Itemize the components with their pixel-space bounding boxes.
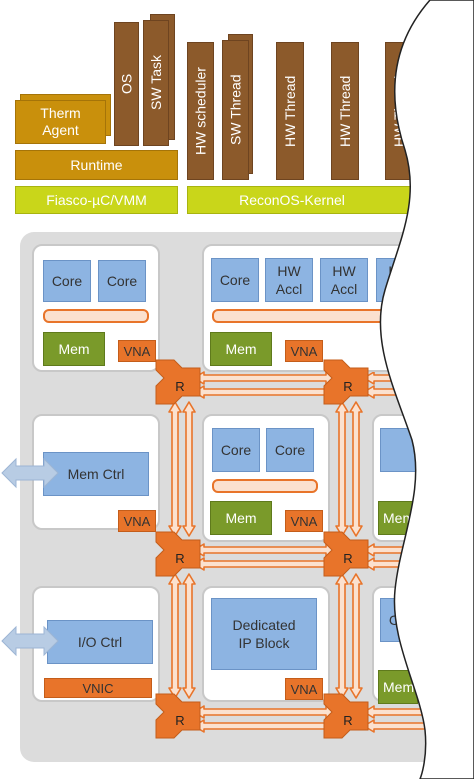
router-label: R (343, 378, 353, 394)
vna-block: VNA (285, 340, 323, 362)
router-label: R (175, 378, 185, 394)
vnic-block: VNIC (44, 678, 152, 698)
io-ctrl-external-arrow (1, 625, 59, 657)
link-v-c1b (182, 401, 196, 537)
local-bus (212, 479, 318, 493)
local-bus (43, 309, 149, 323)
fiasco-label: Fiasco-µC/VMM (46, 192, 147, 208)
router-shape (323, 359, 369, 405)
vna-label: VNA (123, 513, 151, 529)
mem-label: Mem (225, 510, 257, 526)
vnic-label: VNIC (82, 680, 114, 696)
vna-block: VNA (118, 510, 156, 532)
core-label: Core (274, 442, 306, 458)
reconos-kernel-label: ReconOS-Kernel (239, 192, 345, 208)
dedicated-ip-label: Dedicated IP Block (232, 617, 296, 651)
mem-ctrl-label: Mem Ctrl (67, 466, 125, 482)
mem-block: Mem (210, 332, 272, 366)
mem-label: Mem (58, 341, 90, 357)
io-ctrl-label: I/O Ctrl (77, 634, 123, 650)
router-shape (155, 531, 201, 577)
link-v-c2b (349, 401, 363, 537)
router-shape (323, 531, 369, 577)
io-ctrl-block: I/O Ctrl (47, 620, 153, 664)
link-v-c2d (349, 573, 363, 699)
hw-accl-label: HW Accl (330, 263, 358, 297)
core-block: Core (98, 260, 146, 302)
core-block: Core (211, 258, 259, 302)
router-shape (155, 359, 201, 405)
core-block: Core (43, 260, 91, 302)
mem-label: Mem (383, 510, 415, 526)
router-label: R (175, 550, 185, 566)
mem-ctrl-external-arrow (1, 457, 59, 489)
hw-accl-block: HW Accl (265, 258, 313, 302)
mem-ctrl-block: Mem Ctrl (43, 452, 149, 496)
vna-block: VNA (285, 678, 323, 700)
core-block: Core (212, 428, 260, 472)
core-label: Core (51, 273, 83, 289)
mem-block: Mem (210, 501, 272, 535)
router-label: R (343, 550, 353, 566)
core-block: Core (266, 428, 314, 472)
router-label: R (175, 712, 185, 728)
core-label: Core (106, 273, 138, 289)
core-label: Core (219, 272, 251, 288)
runtime-label: Runtime (70, 157, 123, 173)
vna-block: VNA (118, 340, 156, 362)
router-shape (323, 693, 369, 739)
hw-accl-block: HW Accl (320, 258, 368, 302)
vna-label: VNA (123, 343, 151, 359)
vna-block: VNA (285, 510, 323, 532)
vna-label: VNA (290, 513, 318, 529)
therm-agent-block: Therm Agent (15, 100, 106, 144)
mem-block: Mem (43, 332, 105, 366)
router-label: R (343, 712, 353, 728)
mem-label: Mem (383, 679, 415, 695)
dedicated-ip-block: Dedicated IP Block (211, 598, 317, 670)
reconos-kernel-block: ReconOS-Kernel (187, 186, 427, 214)
mem-block-cut: Mem (378, 670, 418, 704)
core-label: Core (220, 442, 252, 458)
vna-label: VNA (290, 681, 318, 697)
hw-accl-label: HW Accl (275, 263, 303, 297)
runtime-block: Runtime (15, 150, 178, 180)
router-shape (155, 693, 201, 739)
link-v-c1d (182, 573, 196, 699)
therm-agent-label: Therm Agent (40, 105, 81, 138)
fiasco-vmm-block: Fiasco-µC/VMM (15, 186, 178, 214)
vna-label: VNA (290, 343, 318, 359)
mem-label: Mem (225, 341, 257, 357)
